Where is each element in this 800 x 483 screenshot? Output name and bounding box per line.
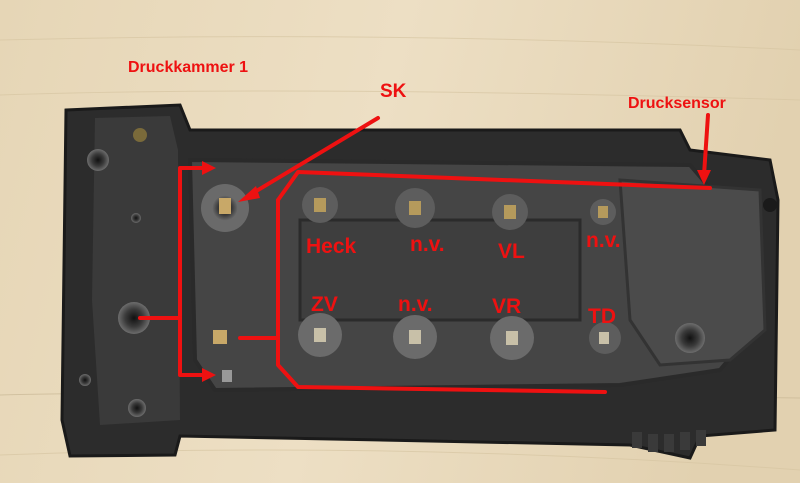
annotation-lines — [138, 113, 712, 394]
arrowheads — [202, 161, 711, 382]
label-zv: ZV — [311, 293, 338, 316]
label-druckkammer: Druckkammer 1 — [128, 59, 249, 76]
arrowhead-top — [202, 161, 216, 175]
connector-pins — [632, 430, 706, 452]
arrowhead-sk — [238, 186, 260, 202]
label-heck: Heck — [306, 235, 357, 258]
port-bosses — [201, 184, 621, 382]
label-vl: VL — [498, 240, 525, 263]
mount-holes — [79, 128, 777, 417]
bracket-left — [178, 166, 207, 377]
sk-arrow-line — [246, 116, 380, 198]
label-nv-top-right: n.v. — [586, 229, 621, 252]
arrowhead-bottom — [202, 368, 216, 382]
sensor-region — [618, 178, 767, 367]
label-sk: SK — [380, 81, 407, 102]
label-td: TD — [588, 305, 616, 328]
plate-rim-left — [92, 116, 180, 425]
label-drucksensor: Drucksensor — [628, 95, 726, 112]
center-pocket — [298, 218, 582, 322]
label-vr: VR — [492, 295, 522, 318]
label-nv-bottom-mid: n.v. — [398, 293, 433, 316]
label-nv-top-mid: n.v. — [410, 233, 445, 256]
chamber-outline — [276, 170, 712, 394]
arrowhead-sensor — [697, 170, 711, 185]
drucksensor-arrow-line — [702, 113, 710, 177]
